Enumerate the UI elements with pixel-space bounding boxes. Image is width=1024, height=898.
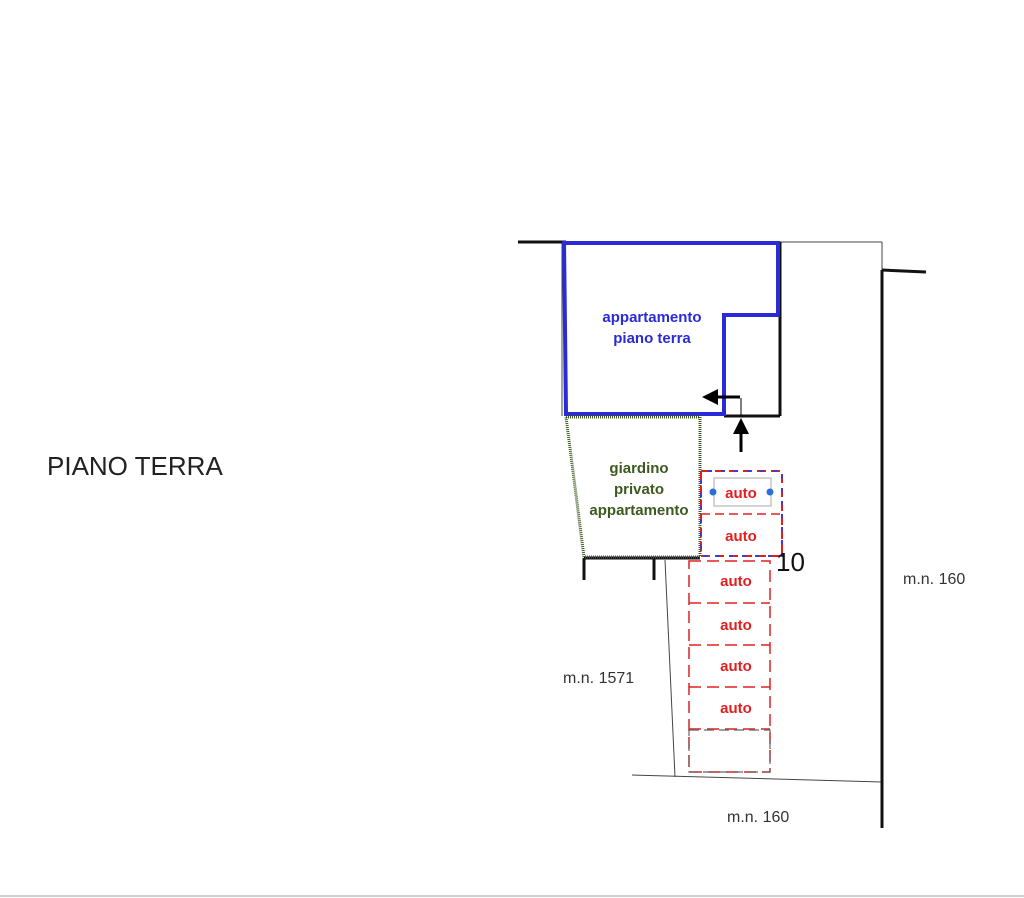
arrow-up-icon	[733, 418, 749, 452]
apartment-outline	[561, 241, 780, 416]
parking-label: auto	[720, 658, 752, 675]
parking-label: auto	[725, 528, 757, 545]
plan-title: PIANO TERRA	[47, 451, 223, 481]
garden-label-line3: appartamento	[589, 502, 688, 519]
parking-label: auto	[720, 617, 752, 634]
parking-label: auto	[720, 700, 752, 717]
private-parking: auto auto	[700, 470, 783, 557]
parcel-label-east: m.n. 160	[903, 571, 965, 588]
shared-parking: auto auto auto auto	[688, 560, 771, 773]
parcel-label-south: m.n. 160	[727, 809, 789, 826]
garden-outline	[564, 415, 702, 559]
marker-dot-right	[766, 488, 774, 496]
garden-label-line1: giardino	[609, 460, 668, 477]
garden-area: giardino privato appartamento	[564, 415, 702, 559]
marker-dot-left	[709, 488, 717, 496]
apartment-area: appartamento piano terra	[561, 241, 780, 416]
marker-number: 10	[776, 547, 805, 577]
empty-space-outline	[688, 729, 771, 773]
parking-label: auto	[720, 573, 752, 590]
arrow-left-icon	[702, 389, 740, 405]
parking-column-outline	[688, 560, 771, 773]
garden-label-line2: privato	[614, 481, 664, 498]
apartment-label-line1: appartamento	[602, 309, 701, 326]
apartment-label-line2: piano terra	[613, 330, 691, 347]
parcel-label-west: m.n. 1571	[563, 670, 634, 687]
parking-label: auto	[725, 485, 757, 502]
